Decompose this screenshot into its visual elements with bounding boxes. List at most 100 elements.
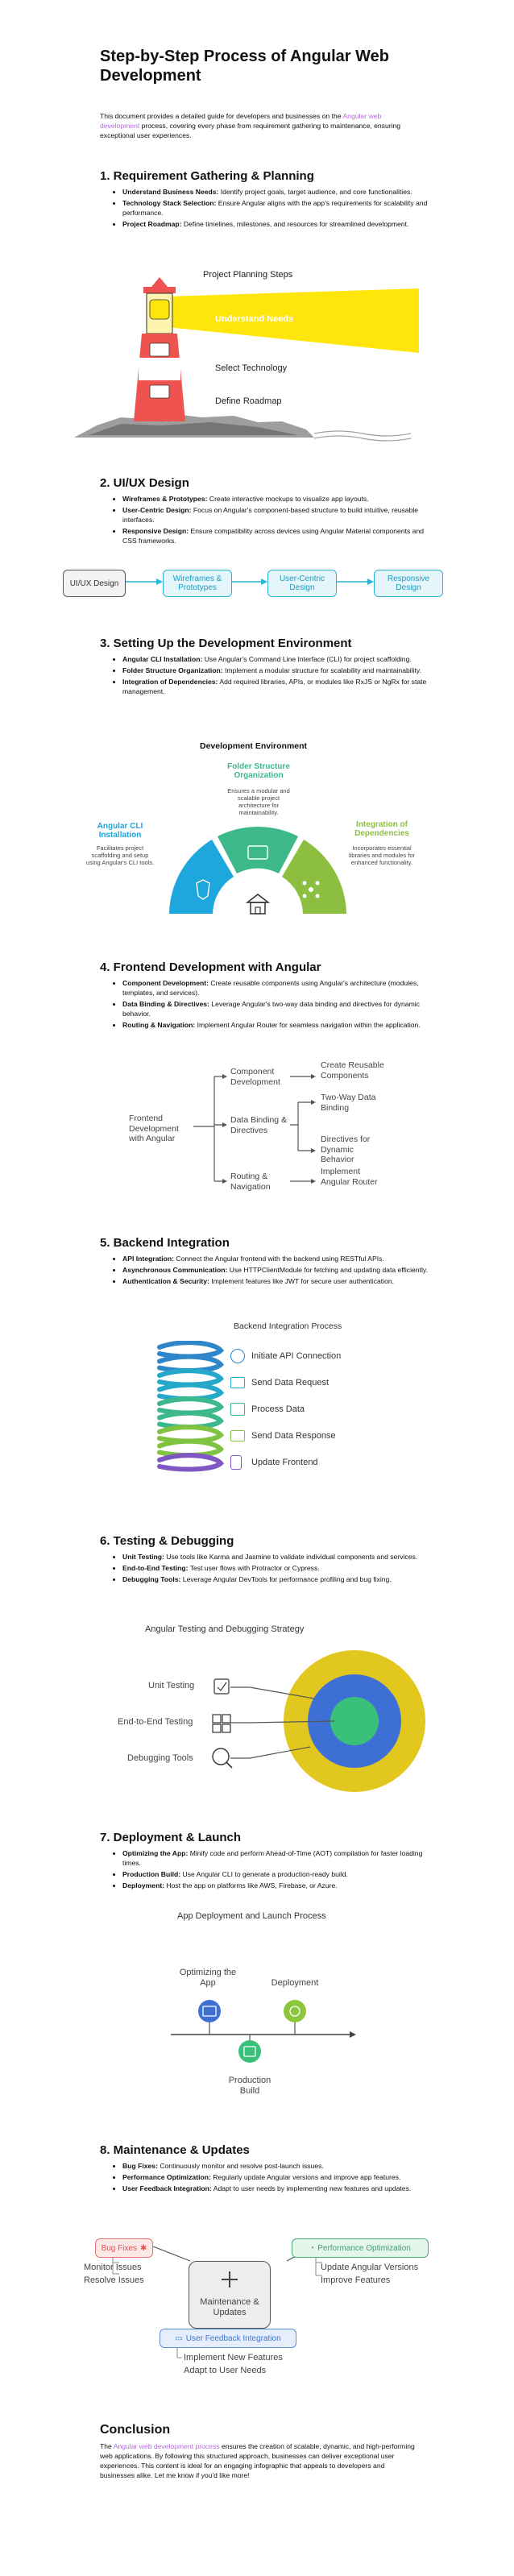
bug-icon: ✱ — [140, 2243, 147, 2253]
uiux-arrows — [126, 579, 374, 585]
section-8-heading: 8. Maintenance & Updates — [100, 2143, 250, 2157]
uiux-step-wireframes: Wireframes & Prototypes — [163, 570, 232, 597]
backend-spring — [157, 1341, 225, 1472]
list-item: Component Development: Create reusable c… — [122, 978, 429, 998]
maintenance-center-label: Maintenance & Updates — [200, 2297, 259, 2317]
optimize-circle — [198, 2000, 221, 2022]
backend-step-3: Process Data — [230, 1396, 392, 1422]
section-8-bullets: Bug Fixes: Continuously monitor and reso… — [111, 2161, 429, 2195]
leaf-angular-router: Implement Angular Router — [321, 1167, 378, 1187]
list-item: Routing & Navigation: Implement Angular … — [122, 1020, 429, 1030]
intro-link[interactable]: Angular web development — [100, 112, 382, 130]
list-item: Project Roadmap: Define timelines, miles… — [122, 219, 429, 229]
sub-adapt-user-needs: Adapt to User Needs — [184, 2366, 267, 2375]
intro-paragraph: This document provides a detailed guide … — [100, 111, 422, 140]
list-item: Angular CLI Installation: Use Angular's … — [122, 654, 429, 664]
list-item: Folder Structure Organization: Implement… — [122, 666, 429, 675]
gauge-icon: ◔ — [309, 2243, 315, 2253]
branch-routing: Routing & Navigation — [230, 1172, 271, 1192]
uiux-step-user-centric: User-Centric Design — [267, 570, 337, 597]
conclusion-link[interactable]: Angular web development process — [113, 2442, 220, 2450]
devenv-folder-title: Folder Structure Organization — [227, 762, 290, 780]
list-item: Optimizing the App: Minify code and perf… — [122, 1848, 429, 1868]
uiux-step-responsive: Responsive Design — [374, 570, 443, 597]
leaf-two-way-binding: Two-Way Data Binding — [321, 1093, 376, 1113]
send-icon — [230, 1376, 245, 1388]
uiux-start-box: UI/UX Design — [63, 570, 126, 597]
intro-text: This document provides a detailed guide … — [100, 112, 343, 120]
deploy-label-optimize: Optimizing the App — [179, 1968, 237, 1988]
devenv-arc — [169, 826, 346, 915]
frontend-tree-lines — [193, 1074, 316, 1184]
list-item: Wireframes & Prototypes: Create interact… — [122, 494, 429, 504]
list-item: Debugging Tools: Leverage Angular DevToo… — [122, 1574, 429, 1584]
section-1-bullets: Understand Business Needs: Identify proj… — [111, 187, 429, 230]
sub-new-features: Implement New Features — [184, 2353, 283, 2362]
build-circle — [238, 2040, 261, 2063]
list-item: Production Build: Use Angular CLI to gen… — [122, 1869, 429, 1879]
node-performance-optimization: ◔Performance Optimization — [292, 2238, 429, 2258]
plus-icon — [222, 2271, 238, 2288]
unit-testing-icon — [213, 1678, 230, 1695]
api-icon — [230, 1348, 245, 1363]
section-4-heading: 4. Frontend Development with Angular — [100, 960, 321, 974]
testing-title: Angular Testing and Debugging Strategy — [145, 1624, 305, 1634]
frontend-root: Frontend Development with Angular — [129, 1114, 179, 1143]
list-item: User-Centric Design: Focus on Angular's … — [122, 505, 429, 525]
response-icon — [230, 1429, 245, 1441]
list-item: Integration of Dependencies: Add require… — [122, 677, 429, 696]
list-item: Technology Stack Selection: Ensure Angul… — [122, 198, 429, 218]
node-bug-fixes: Bug Fixes✱ — [95, 2238, 153, 2258]
sub-improve-features: Improve Features — [321, 2275, 391, 2285]
deploy-label-deployment: Deployment — [271, 1978, 319, 1988]
list-item: API Integration: Connect the Angular fro… — [122, 1254, 429, 1263]
section-2-heading: 2. UI/UX Design — [100, 476, 189, 490]
list-item: Unit Testing: Use tools like Karma and J… — [122, 1552, 429, 1562]
lighthouse-title: Project Planning Steps — [203, 270, 293, 280]
sub-update-angular: Update Angular Versions — [321, 2263, 419, 2272]
folder-icon — [247, 845, 268, 860]
section-3-bullets: Angular CLI Installation: Use Angular's … — [111, 654, 429, 698]
sub-resolve-issues: Resolve Issues — [84, 2275, 144, 2285]
list-item: End-to-End Testing: Test user flows with… — [122, 1563, 429, 1573]
conclusion-heading: Conclusion — [100, 2423, 171, 2437]
list-item: Bug Fixes: Continuously monitor and reso… — [122, 2161, 429, 2171]
tech-icon — [149, 342, 170, 357]
lighthouse-diagram — [74, 277, 419, 442]
devenv-title: Development Environment — [200, 741, 308, 751]
testing-label-debug: Debugging Tools — [127, 1753, 193, 1763]
branch-component-development: Component Development — [230, 1067, 280, 1087]
network-icon — [302, 881, 320, 898]
process-icon — [230, 1402, 245, 1416]
list-item: Responsive Design: Ensure compatibility … — [122, 526, 429, 545]
devenv-cli-title: Angular CLI Installation — [97, 822, 143, 840]
roadmap-icon — [149, 384, 170, 399]
deploy-title: App Deployment and Launch Process — [177, 1911, 326, 1921]
backend-step-1: Initiate API Connection — [230, 1342, 392, 1369]
conclusion-text-end: ensures the creation of scalable, dynami… — [100, 2442, 415, 2479]
backend-title: Backend Integration Process — [234, 1321, 342, 1331]
section-3-heading: 3. Setting Up the Development Environmen… — [100, 637, 352, 650]
section-2-bullets: Wireframes & Prototypes: Create interact… — [111, 494, 429, 547]
section-1-heading: 1. Requirement Gathering & Planning — [100, 169, 314, 183]
step-define-roadmap: Define Roadmap — [215, 396, 282, 406]
backend-steps: Initiate API Connection Send Data Reques… — [230, 1342, 392, 1475]
list-item: Performance Optimization: Regularly upda… — [122, 2172, 429, 2182]
list-item: Data Binding & Directives: Leverage Angu… — [122, 999, 429, 1018]
section-5-bullets: API Integration: Connect the Angular fro… — [111, 1254, 429, 1288]
testing-target — [212, 1650, 425, 1792]
deploy-timeline — [171, 2000, 356, 2063]
device-icon — [230, 1454, 242, 1470]
list-item: Deployment: Host the app on platforms li… — [122, 1881, 429, 1890]
home-icon — [245, 894, 271, 915]
backend-step-4: Send Data Response — [230, 1422, 392, 1449]
list-item: Understand Business Needs: Identify proj… — [122, 187, 429, 197]
feedback-icon: ▭ — [175, 2333, 183, 2343]
section-5-heading: 5. Backend Integration — [100, 1236, 230, 1250]
deploy-label-build: Production Build — [228, 2076, 272, 2096]
section-4-bullets: Component Development: Create reusable c… — [111, 978, 429, 1031]
branch-data-binding: Data Binding & Directives — [230, 1115, 288, 1135]
e2e-testing-icon — [212, 1714, 231, 1733]
spring-coil — [157, 1453, 225, 1472]
